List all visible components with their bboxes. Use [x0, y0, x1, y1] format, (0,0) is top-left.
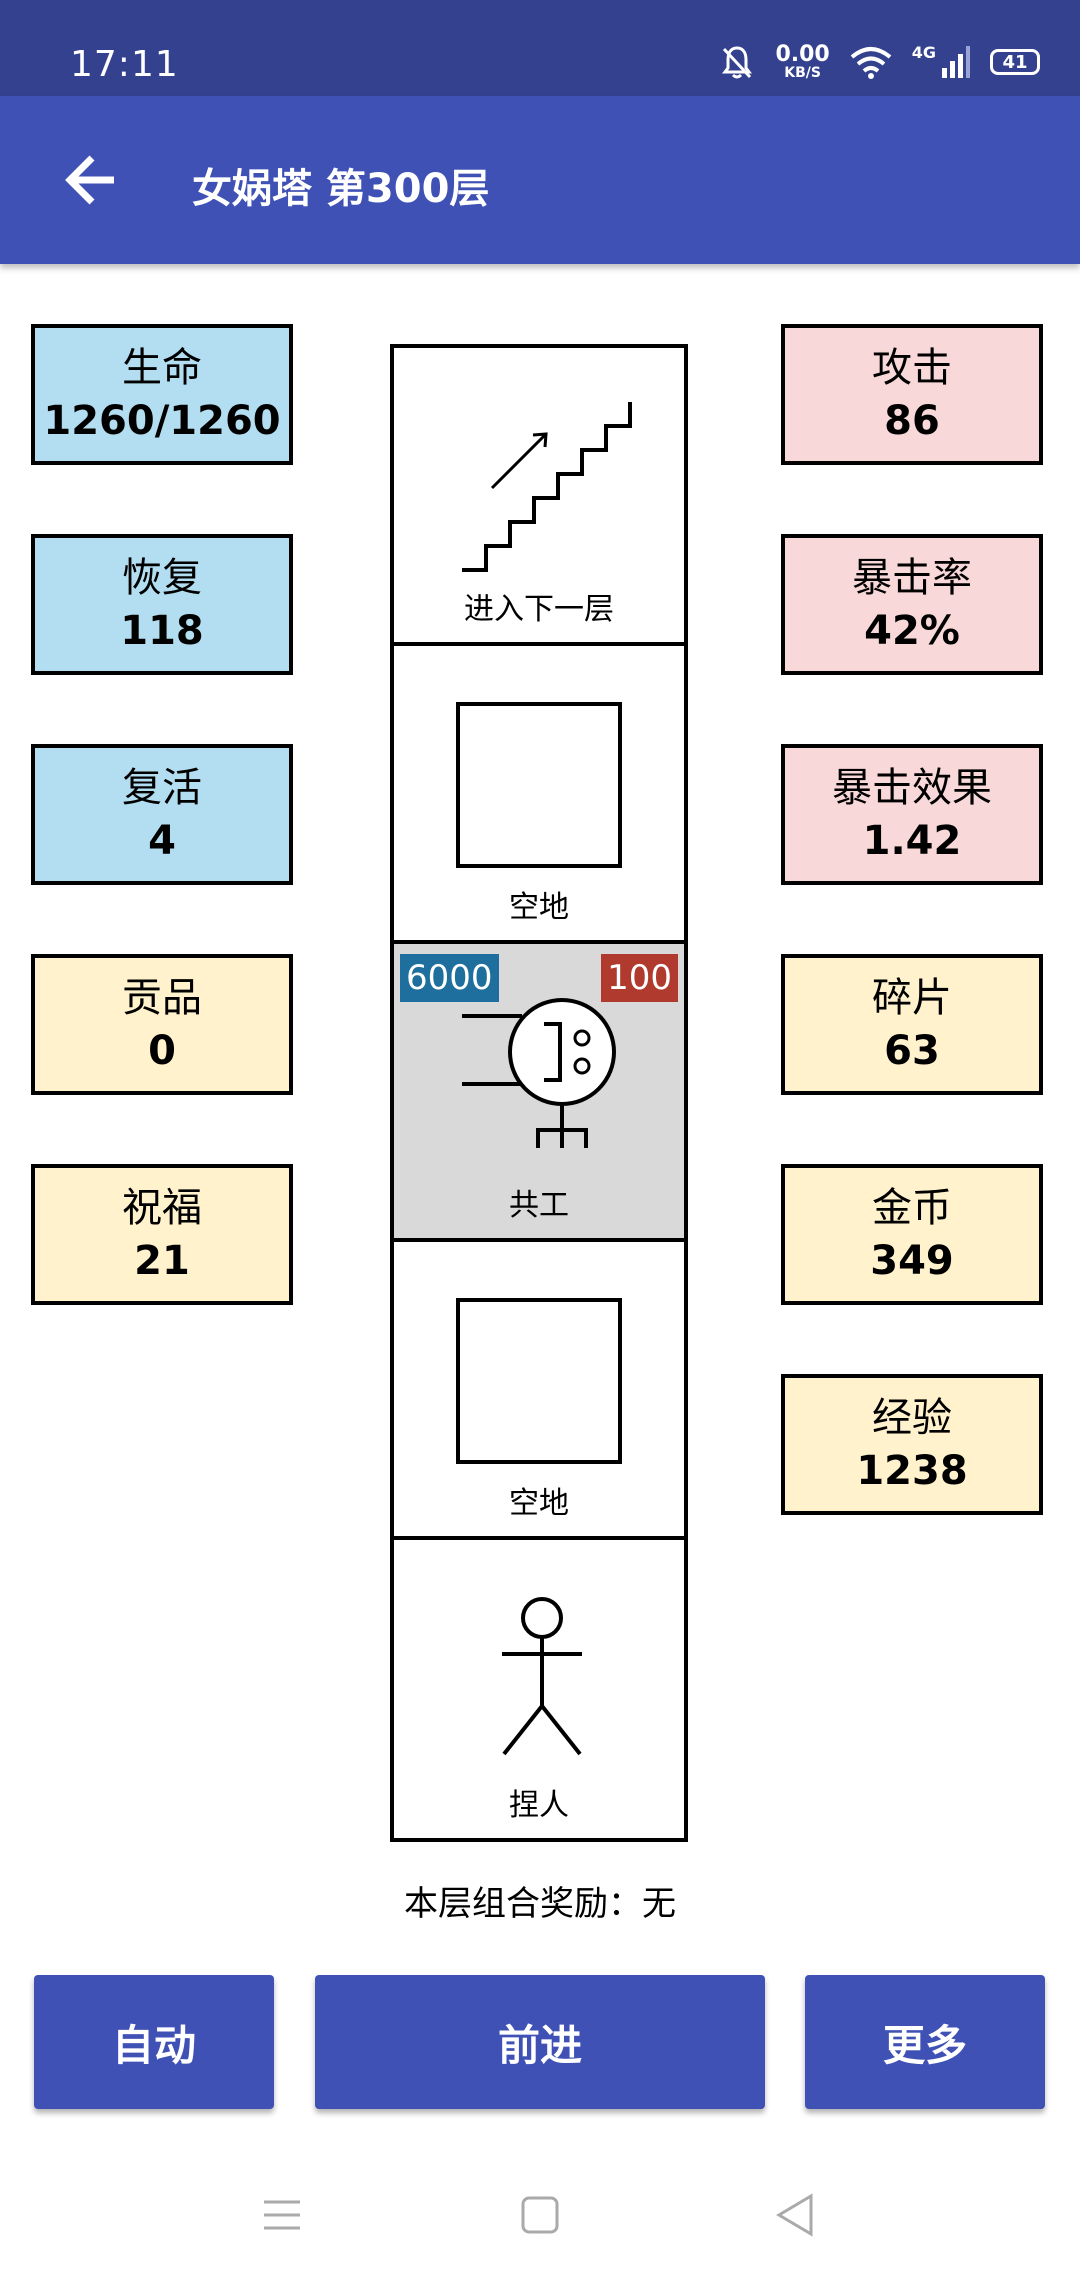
stat-label: 恢复	[122, 554, 202, 601]
tower-cell-enemy[interactable]: 6000 100 共工	[394, 944, 684, 1242]
stat-hp: 生命 1260/1260	[31, 324, 293, 465]
network-type: 4G	[911, 42, 936, 62]
stat-attack: 攻击 86	[781, 324, 1043, 465]
status-icons: 0.00 KB/S 4G 41	[719, 42, 1040, 82]
system-nav-bar	[0, 2180, 1080, 2280]
net-speed: 0.00 KB/S	[775, 42, 830, 81]
mute-bell-icon	[722, 46, 753, 79]
stat-fragments: 碎片 63	[781, 954, 1043, 1095]
enemy-attack-badge: 100	[601, 954, 678, 1002]
tower-cell-next-floor[interactable]: 进入下一层	[394, 348, 684, 646]
stat-value: 0	[148, 1027, 176, 1074]
stat-value: 86	[884, 397, 940, 444]
cell-caption: 共工	[509, 1188, 569, 1223]
page-title: 女娲塔 第300层	[192, 166, 490, 212]
stat-value: 42%	[864, 607, 960, 654]
stat-value: 63	[884, 1027, 940, 1074]
stat-value: 21	[134, 1237, 190, 1284]
status-bar: 17:11 0.00 KB/S 4G 41	[0, 0, 1080, 96]
signal-icon	[942, 46, 970, 78]
stat-label: 经验	[872, 1394, 952, 1441]
menu-icon[interactable]	[262, 2190, 302, 2240]
empty-square-icon	[456, 1298, 622, 1464]
stairs-icon	[462, 402, 632, 572]
enemy-hp-badge: 6000	[400, 954, 499, 1002]
home-icon[interactable]	[520, 2190, 560, 2240]
stat-recovery: 恢复 118	[31, 534, 293, 675]
app-bar: 女娲塔 第300层	[0, 96, 1080, 264]
stat-value: 1260/1260	[43, 397, 281, 444]
stat-label: 金币	[872, 1184, 952, 1231]
back-arrow-icon[interactable]	[60, 148, 124, 212]
stat-experience: 经验 1238	[781, 1374, 1043, 1515]
stat-label: 生命	[122, 344, 202, 391]
tower-cell-empty[interactable]: 空地	[394, 1242, 684, 1540]
stat-crit-effect: 暴击效果 1.42	[781, 744, 1043, 885]
back-triangle-icon[interactable]	[775, 2190, 815, 2240]
stat-gold: 金币 349	[781, 1164, 1043, 1305]
stat-label: 祝福	[122, 1184, 202, 1231]
auto-button[interactable]: 自动	[34, 1975, 274, 2109]
stat-value: 118	[120, 607, 204, 654]
wifi-icon	[850, 47, 892, 79]
stat-label: 攻击	[872, 344, 952, 391]
cell-caption: 捏人	[509, 1788, 569, 1823]
stat-label: 贡品	[122, 974, 202, 1021]
cell-caption: 空地	[509, 1486, 569, 1521]
stat-revive: 复活 4	[31, 744, 293, 885]
stat-value: 1.42	[862, 817, 962, 864]
stat-label: 暴击效果	[832, 764, 992, 811]
stat-value: 1238	[856, 1447, 968, 1494]
stat-crit-rate: 暴击率 42%	[781, 534, 1043, 675]
tower-cell-player[interactable]: 捏人	[394, 1540, 684, 1838]
stat-blessing: 祝福 21	[31, 1164, 293, 1305]
forward-button[interactable]: 前进	[315, 1975, 765, 2109]
more-button[interactable]: 更多	[805, 1975, 1045, 2109]
stat-label: 暴击率	[852, 554, 972, 601]
enemy-figure-icon	[462, 998, 616, 1148]
status-time: 17:11	[70, 44, 179, 85]
cell-caption: 进入下一层	[464, 592, 614, 627]
stat-value: 4	[148, 817, 176, 864]
stat-label: 碎片	[872, 974, 952, 1021]
stick-figure-icon	[502, 1597, 582, 1756]
tower-column: 进入下一层 空地 6000 100 共工 空地	[390, 344, 688, 1842]
battery-icon: 41	[990, 49, 1040, 75]
cell-caption: 空地	[509, 890, 569, 925]
stat-label: 复活	[122, 764, 202, 811]
tower-cell-empty[interactable]: 空地	[394, 646, 684, 944]
combo-reward-text: 本层组合奖励：无	[404, 1884, 676, 1924]
stat-tribute: 贡品 0	[31, 954, 293, 1095]
stat-value: 349	[870, 1237, 954, 1284]
empty-square-icon	[456, 702, 622, 868]
